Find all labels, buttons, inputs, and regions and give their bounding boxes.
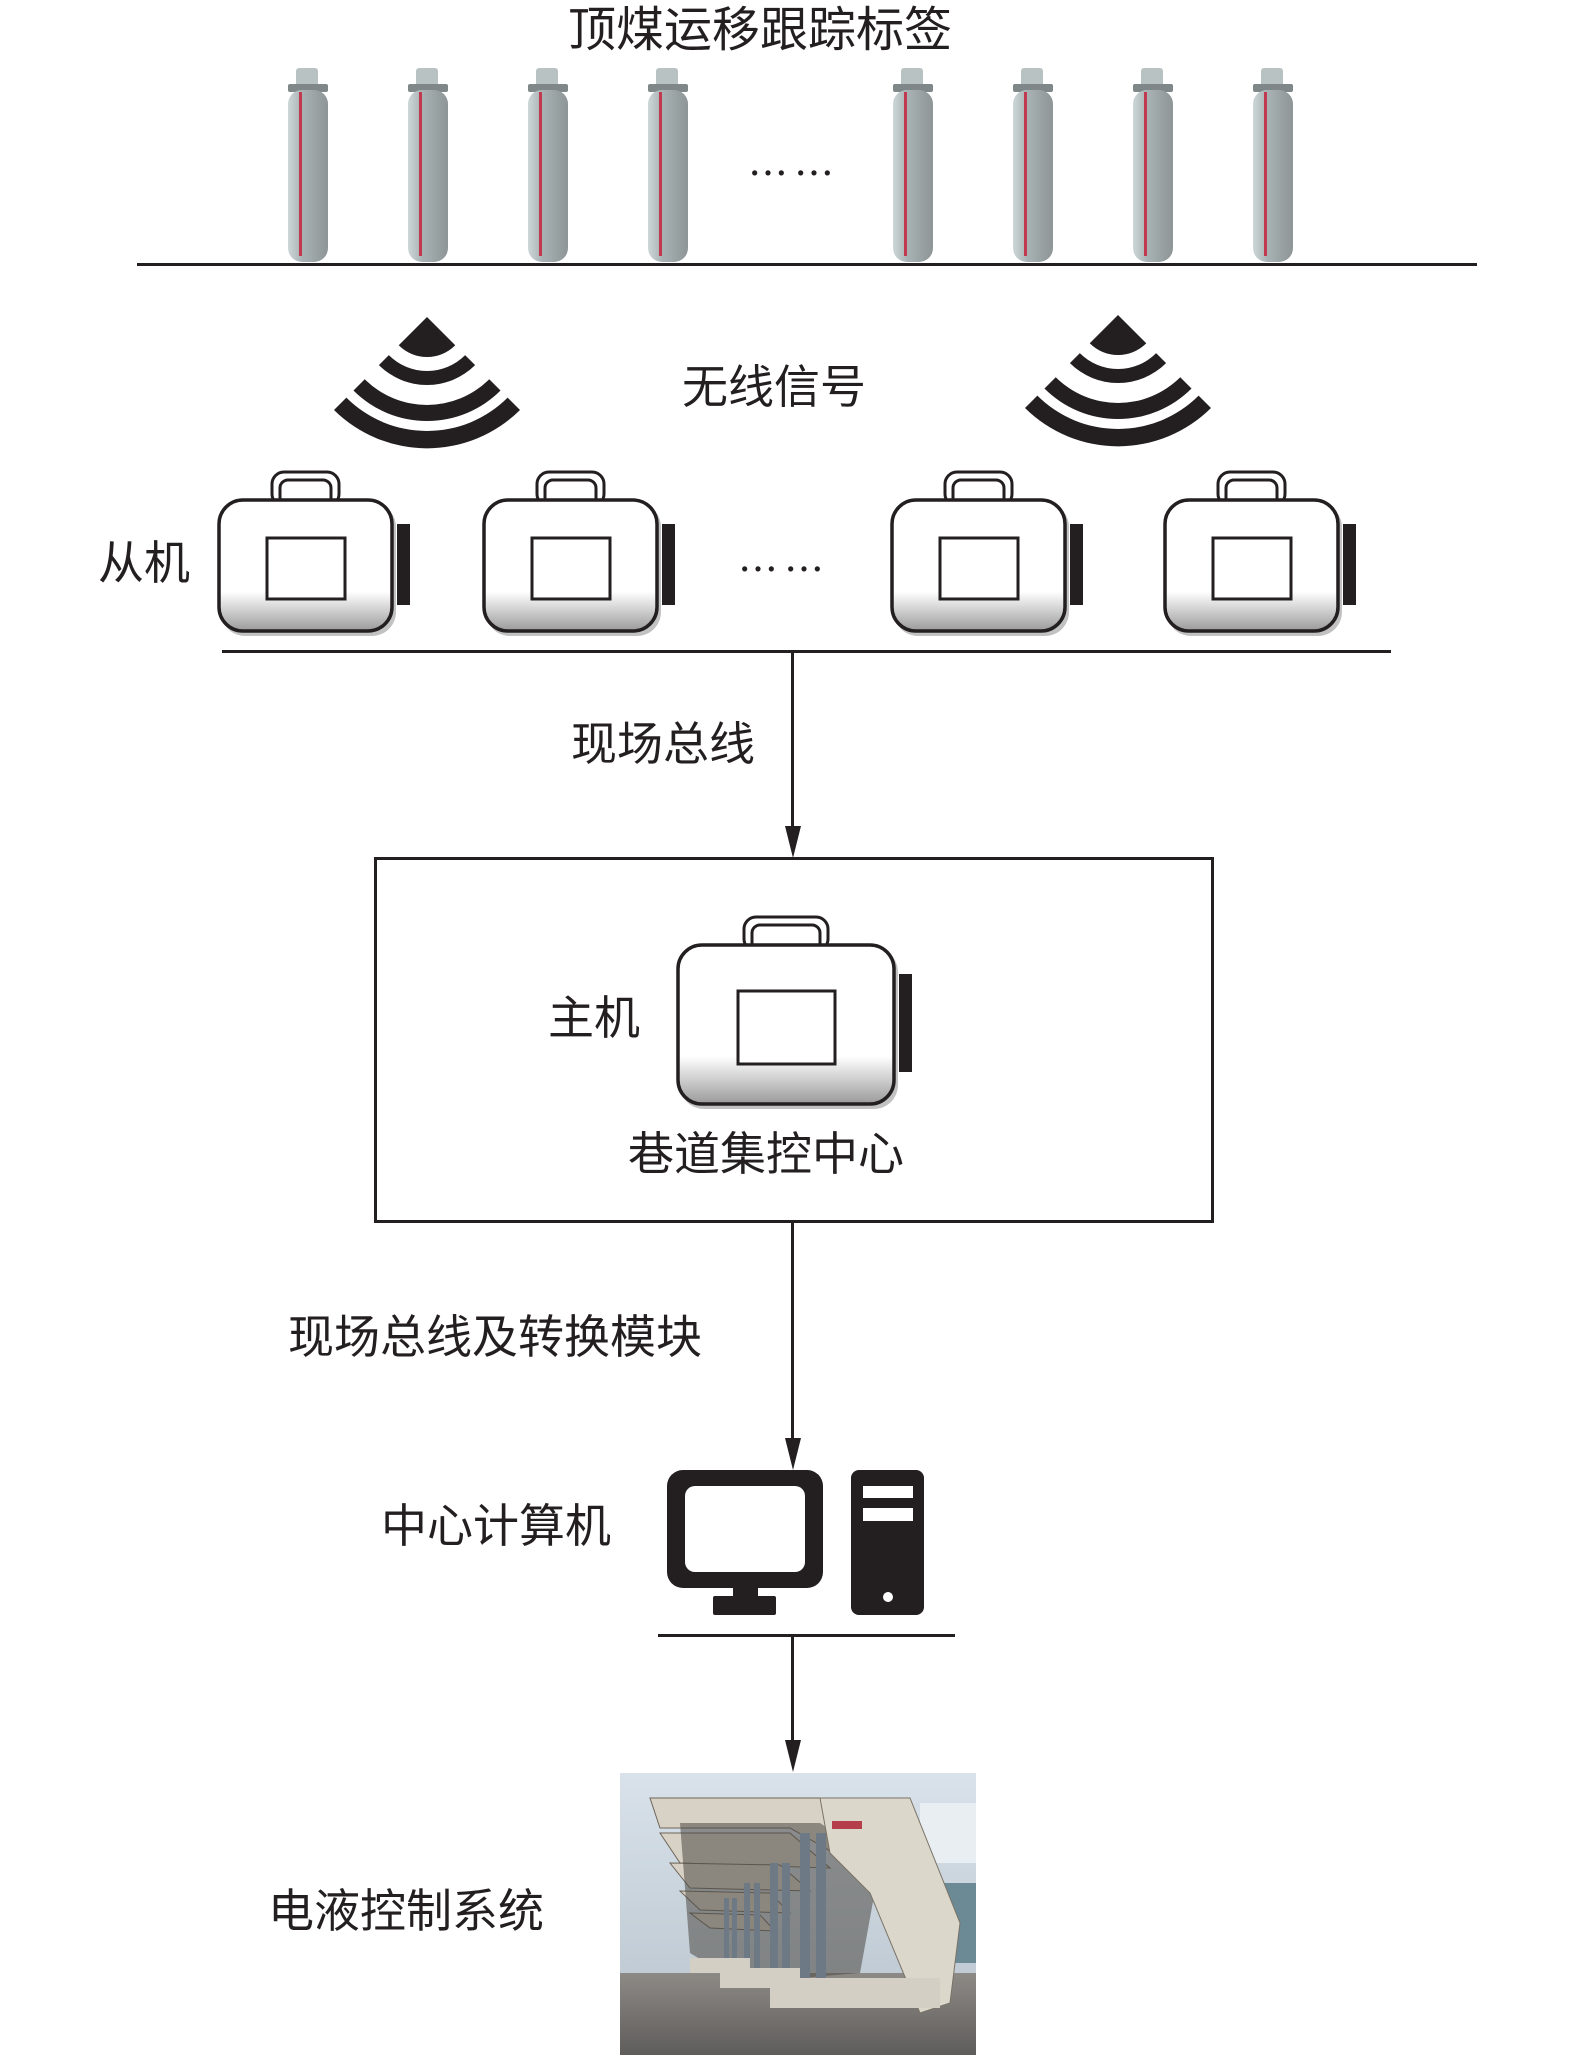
wireless-signal-right [1025,315,1211,447]
tracking-tag [282,68,332,268]
computer-baseline [658,1634,955,1637]
antenna-icon [397,524,410,605]
screen-icon [1211,536,1293,601]
computer-label: 中心计算机 [381,1499,611,1553]
handle-icon [943,470,1014,508]
master-device [676,915,912,1109]
fieldbus-converter-label: 现场总线及转换模块 [288,1310,702,1364]
tower-icon [851,1470,924,1615]
antenna-icon [662,524,675,605]
monitor-icon [667,1470,823,1615]
tracking-tag [402,68,452,268]
slave-unit-4 [1163,470,1356,636]
tracking-tag [1247,68,1297,268]
ehc-arrowhead [785,1740,801,1772]
tracking-tag [522,68,572,268]
fieldbus-converter-arrow-line [791,1222,794,1440]
tags-ellipsis: …… [748,139,840,185]
antenna-icon [1070,524,1083,605]
antenna-icon [899,974,912,1072]
tracking-tag [1007,68,1057,268]
desktop-computer-icon [667,1470,924,1615]
screen-icon [265,536,347,601]
wireless-label: 无线信号 [682,360,866,414]
slave-label: 从机 [98,536,190,590]
center-label: 巷道集控中心 [628,1127,904,1181]
antenna-icon [1343,524,1356,605]
fieldbus-arrowhead [785,826,801,858]
screen-icon [736,989,837,1066]
ehc-arrow-line [791,1636,794,1742]
tracking-tag [887,68,937,268]
tracking-tag [1127,68,1177,268]
fieldbus-label: 现场总线 [571,717,755,771]
tag-baseline [137,263,1477,266]
roadway-control-center-box [374,857,1214,1223]
tags-title: 顶煤运移跟踪标签 [568,2,953,58]
wireless-signal-icon [334,315,1211,449]
wireless-signal-left [334,317,520,449]
hydraulic-support-photo [620,1773,976,2055]
screen-icon [530,536,612,601]
ehc-label: 电液控制系统 [268,1884,544,1938]
slave-unit-1 [217,470,410,636]
fieldbus-arrow-line [791,652,794,828]
fieldbus-converter-arrowhead [785,1438,801,1470]
slave-unit-3 [890,470,1083,636]
slave-ellipsis: …… [738,535,830,581]
slave-bus-line [222,650,1391,653]
slave-unit-2 [482,470,675,636]
master-label: 主机 [548,991,640,1045]
screen-icon [938,536,1020,601]
tracking-tag [642,68,692,268]
